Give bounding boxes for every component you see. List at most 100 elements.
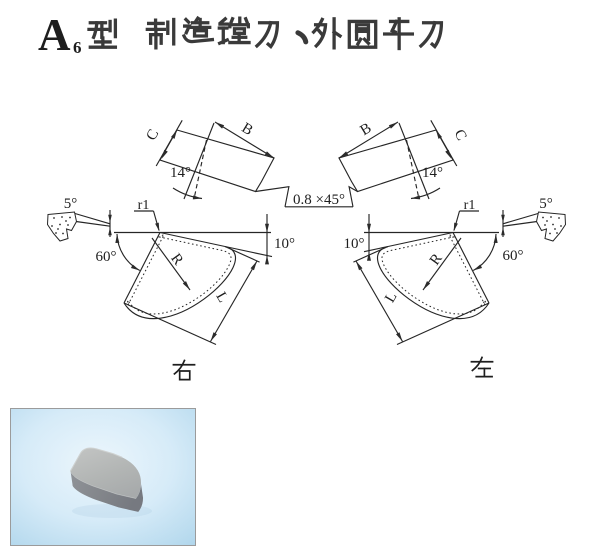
title-series-subscript: 6 [73,38,82,57]
insert-margin-dotted-right-tool [126,233,232,315]
nose-angle-arrow-bottom-right-tool [130,264,140,271]
caption-left-view [470,356,494,378]
width-arrow-right-right-tool [264,151,274,158]
thickness-arrow-top-right-tool [171,130,177,139]
caption-right-glyph-stroke [178,370,191,381]
radius-arrow-right-tool [182,281,190,290]
bar-axis-dashed-right-tool [193,139,208,200]
caption-left-glyph-stroke [471,356,484,372]
title-char-8-stroke [421,21,444,49]
title-char-6-stroke [354,29,371,41]
section-dot-left-tool [560,225,562,227]
title-char-7 [382,17,415,51]
thickness-arrow-top-left-tool [436,130,442,139]
length-ext-line-left-tool [396,302,490,346]
wedge-bottom-line-right-tool [75,220,111,227]
wedge-bottom-line-left-tool [502,220,538,227]
bar-face-line-right-tool [183,122,215,200]
width-arrow-left-left-tool [388,122,398,129]
title-char-2-stroke [228,23,251,29]
title-char-8-stroke [418,20,437,49]
section-dot-right-tool [53,217,55,219]
thickness-dim-line-left-tool [430,120,458,167]
bar-face-line-left-tool [398,122,430,200]
dim-edge-angle-right: 10° [274,236,295,252]
dim-nose-radius-left: r1 [464,198,476,213]
section-dot-right-tool [65,220,67,222]
dim-nose-angle-right: 60° [96,249,117,265]
width-dim-line-right-tool [214,121,275,159]
dim-face-angle-right: 14° [170,165,191,181]
title-char-1-stroke [183,17,191,25]
section-blob-left-tool [535,211,567,242]
face-angle-arrow-left-tool [411,195,421,200]
length-dim-line-left-tool [355,260,403,342]
radius-leader-right-tool [151,237,191,291]
title-char-1-stroke [192,29,209,38]
insert-highlight-edge [70,447,123,472]
insert-back-arc-left-tool [376,245,490,320]
title-char-4 [295,30,309,45]
section-dot-left-tool [558,217,560,219]
title-series-letter: A [38,10,71,60]
bar-axis-dashed-left-tool [405,139,420,200]
length-arrow-top-right-tool [250,261,257,271]
chamfer-leader-right-tool [255,186,290,207]
insert-top-edge-right-tool [159,231,226,248]
nose-angle-arrow-top-left-tool [493,234,498,244]
title-char-4-stroke [295,30,309,45]
insert-top-edge-left-tool [387,231,454,248]
insert-front-edge [74,476,137,499]
width-dim-line-left-tool [338,121,399,159]
dim-edge-angle-left: 10° [344,236,365,252]
title-text [87,15,444,51]
length-ext-top-right-tool [224,245,260,263]
width-arrow-right-left-tool [339,151,349,158]
insert-side-face [70,471,144,512]
title-char-2 [217,16,251,46]
edge-angle-arrow-up-right-tool [265,255,269,265]
title-char-2-stroke [229,16,235,25]
wedge-arrow-up-left-tool [501,227,505,236]
insert-left-edge-right-tool [123,232,161,304]
thickness-dim-line-right-tool [155,120,183,167]
wedge-top-line-left-tool [502,212,539,225]
title-char-8 [418,20,444,49]
dim-face-angle-left: 14° [422,165,443,181]
title-char-6-stroke [362,36,371,46]
title-char-6-stroke [355,37,363,47]
edge-extension-left-tool [363,245,389,253]
section-dot-right-tool [67,224,69,226]
section-dot-left-tool [542,216,544,219]
thickness-arrow-bottom-right-tool [161,149,168,159]
title-char-1 [181,15,215,44]
section-dot-right-tool [57,228,59,230]
edge-angle-arrow-down-right-tool [265,223,269,233]
section-dot-right-tool [51,225,53,227]
radius-arrow-left-tool [423,281,431,290]
dim-nose-angle-left: 60° [503,248,524,264]
insert-top-face [70,448,142,499]
insert-photo [10,408,196,546]
section-dot-right-tool [69,216,71,219]
page-title: A 6 [38,10,444,60]
title-char-2-stroke [232,27,247,35]
nose-angle-arrow-top-right-tool [115,234,120,244]
insert-left-edge-left-tool [452,232,490,304]
caption-right-view [172,359,196,381]
dim-clearance-angle-right: 5° [64,196,78,212]
title-char-6 [347,19,378,49]
title-char-5-stroke [316,28,325,37]
title-char-0 [145,17,176,50]
width-arrow-left-right-tool [215,122,225,129]
title-char-5-stroke [331,29,343,39]
nose-radius-arrow-left-tool [453,222,458,232]
title-char-3 [254,20,280,49]
section-dot-left-tool [546,220,548,222]
insert-back-arc-right-tool [123,245,237,320]
title-char-1-stroke [182,24,192,35]
title-char-6-stroke [354,23,371,31]
length-arrow-bottom-right-tool [210,332,217,342]
